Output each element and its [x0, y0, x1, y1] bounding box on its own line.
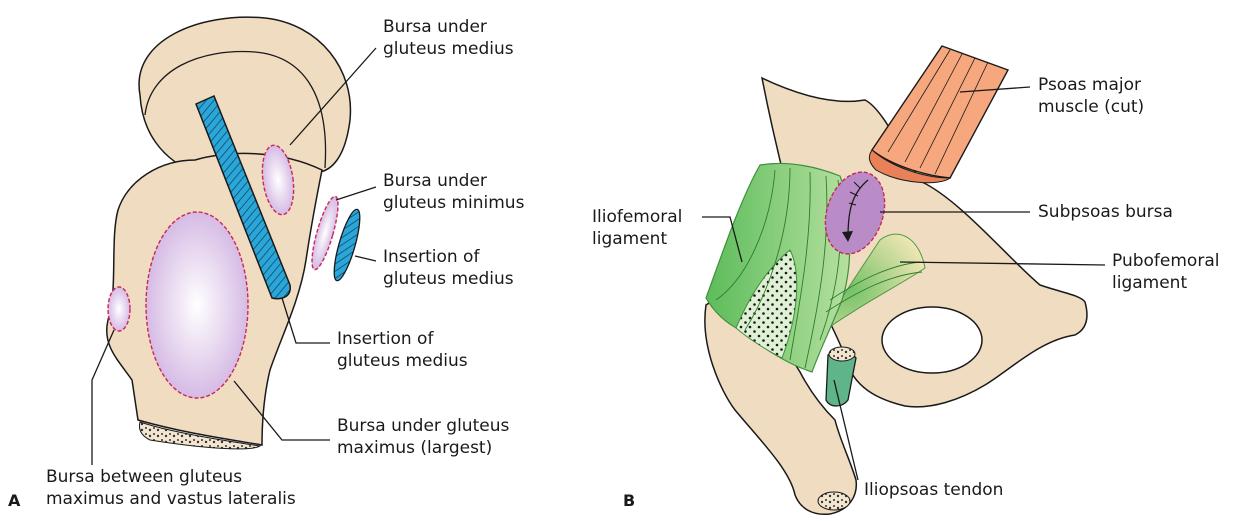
label-iliopsoas-tendon: Iliopsoas tendon	[864, 479, 1003, 501]
panel-b-illustration	[705, 46, 1087, 514]
label-pubofemoral-ligament: Pubofemoral ligament	[1112, 250, 1219, 294]
obturator-foramen	[882, 307, 982, 373]
label-insertion-gluteus-medius-upper: Insertion of gluteus medius	[383, 246, 514, 290]
label-bursa-between-gluteus-vastus: Bursa between gluteus maximus and vastus…	[46, 466, 296, 510]
label-insertion-gluteus-medius-lower: Insertion of gluteus medius	[337, 328, 468, 372]
femur-b-cut-surface	[818, 492, 850, 510]
femoral-head	[139, 17, 350, 175]
label-bursa-under-gluteus-minimus: Bursa under gluteus minimus	[383, 170, 524, 214]
panel-letter-a: A	[8, 491, 20, 510]
label-bursa-under-gluteus-maximus: Bursa under gluteus maximus (largest)	[337, 415, 509, 459]
bursa-between-gluteus-vastus	[108, 287, 130, 331]
label-subpsoas-bursa: Subpsoas bursa	[1038, 201, 1173, 223]
label-bursa-under-gluteus-medius: Bursa under gluteus medius	[383, 16, 514, 60]
bursa-under-gluteus-maximus	[146, 212, 248, 398]
panel-letter-b: B	[623, 491, 635, 510]
label-psoas-major-muscle: Psoas major muscle (cut)	[1038, 74, 1144, 118]
label-iliofemoral-ligament: Iliofemoral ligament	[592, 206, 682, 250]
